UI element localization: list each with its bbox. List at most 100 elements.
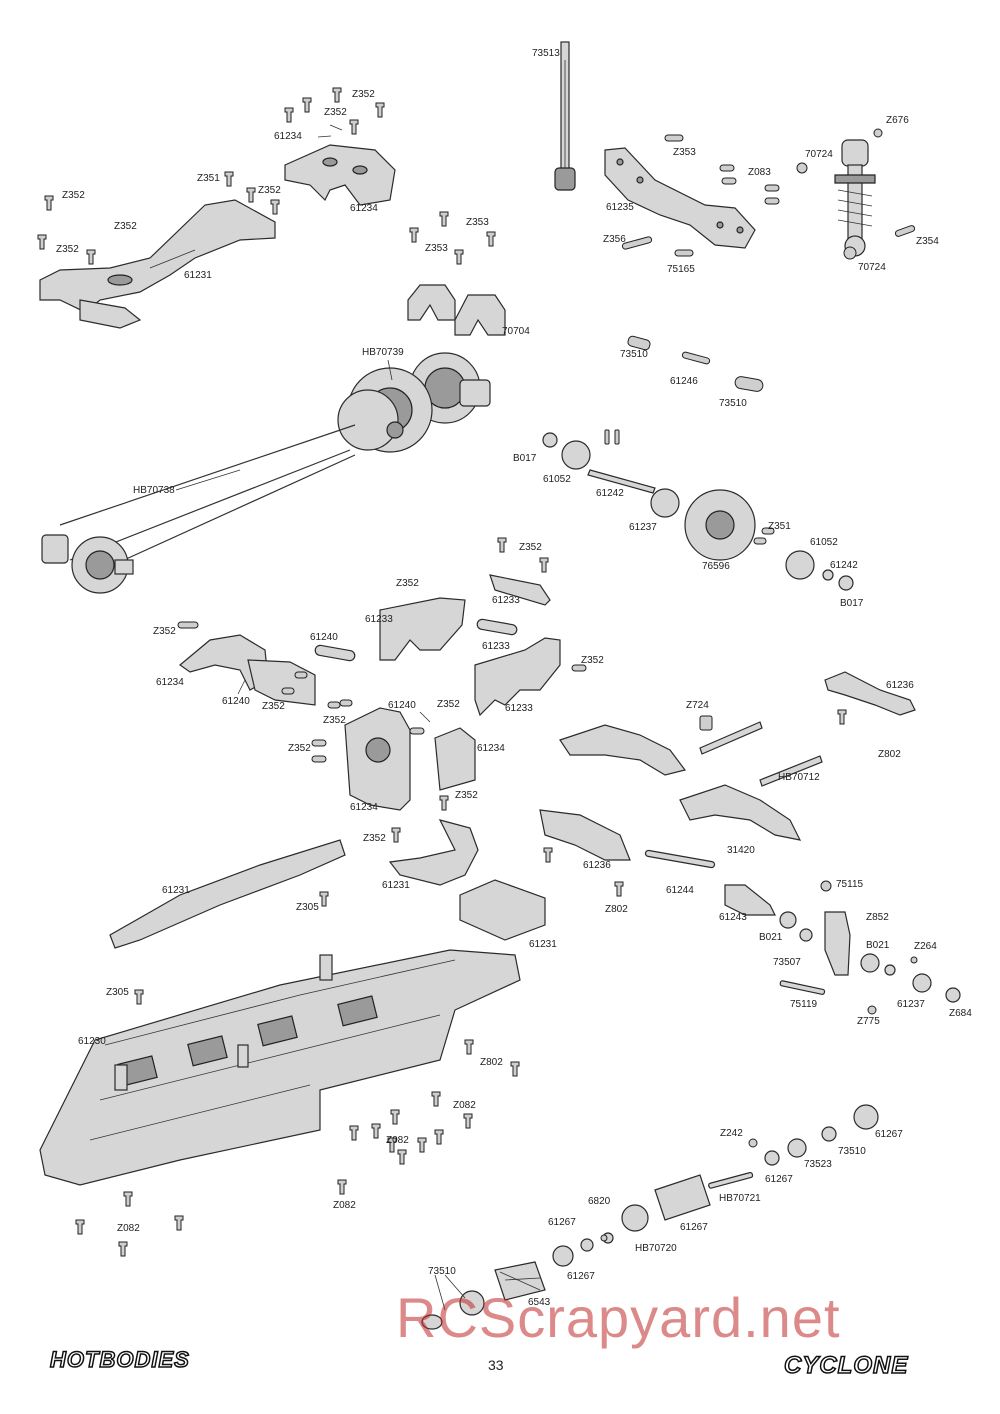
shock-tower-61235 — [604, 147, 756, 249]
part-label-61230: 61230 — [78, 1036, 106, 1047]
motor-mount-parts — [179, 574, 561, 811]
part-label-z082: Z082 — [453, 1100, 476, 1111]
part-label-61052: 61052 — [543, 474, 571, 485]
part-label-61243: 61243 — [719, 912, 747, 923]
part-label-73510: 73510 — [838, 1146, 866, 1157]
part-label-70724: 70724 — [805, 149, 833, 160]
part-label-z082: Z082 — [386, 1135, 409, 1146]
part-label-61236: 61236 — [583, 860, 611, 871]
part-label-z354: Z354 — [916, 236, 939, 247]
part-label-z351: Z351 — [768, 521, 791, 532]
part-label-61234: 61234 — [274, 131, 302, 142]
part-label-z352: Z352 — [455, 790, 478, 801]
part-label-z264: Z264 — [914, 941, 937, 952]
part-label-z802: Z802 — [480, 1057, 503, 1068]
part-label-hb70712: HB70712 — [778, 772, 820, 783]
part-label-61234: 61234 — [156, 677, 184, 688]
part-label-61237: 61237 — [629, 522, 657, 533]
part-label-z352: Z352 — [519, 542, 542, 553]
part-label-61267: 61267 — [680, 1222, 708, 1233]
part-label-61234: 61234 — [477, 743, 505, 754]
part-label-73510: 73510 — [719, 398, 747, 409]
part-label-z684: Z684 — [949, 1008, 972, 1019]
part-label-61240: 61240 — [310, 632, 338, 643]
part-label-61267: 61267 — [765, 1174, 793, 1185]
part-label-31420: 31420 — [727, 845, 755, 856]
hotbodies-logo: HOTBODIES — [49, 1346, 190, 1373]
part-label-61267: 61267 — [875, 1129, 903, 1140]
part-label-z242: Z242 — [720, 1128, 743, 1139]
part-label-73507: 73507 — [773, 957, 801, 968]
part-label-z352: Z352 — [262, 701, 285, 712]
part-label-61246: 61246 — [670, 376, 698, 387]
part-label-z352: Z352 — [324, 107, 347, 118]
part-label-61231: 61231 — [382, 880, 410, 891]
part-label-75115: 75115 — [836, 879, 864, 890]
part-label-z802: Z802 — [878, 749, 901, 760]
part-label-z082: Z082 — [117, 1223, 140, 1234]
part-label-61235: 61235 — [606, 202, 634, 213]
part-label-61267: 61267 — [548, 1217, 576, 1228]
part-label-z305: Z305 — [296, 902, 319, 913]
screws-hardware — [37, 87, 918, 1257]
part-label-70704: 70704 — [502, 326, 530, 337]
part-label-61233: 61233 — [365, 614, 393, 625]
part-label-61052: 61052 — [810, 537, 838, 548]
spur-gear-76596 — [542, 432, 756, 561]
rear-hub-assembly — [644, 849, 961, 1003]
bulkhead-pair-70704 — [407, 284, 506, 336]
part-label-73523: 73523 — [804, 1159, 832, 1170]
part-label-61233: 61233 — [482, 641, 510, 652]
part-label-z353: Z353 — [466, 217, 489, 228]
front-upper-rail-61231 — [39, 199, 276, 329]
part-label-61242: 61242 — [830, 560, 858, 571]
part-label-61234: 61234 — [350, 802, 378, 813]
part-label-61240: 61240 — [388, 700, 416, 711]
part-label-z352: Z352 — [396, 578, 419, 589]
antenna-post-73513 — [554, 41, 576, 191]
part-label-z352: Z352 — [363, 833, 386, 844]
part-label-70724: 70724 — [858, 262, 886, 273]
part-label-z353: Z353 — [425, 243, 448, 254]
layshaft-pulley-61052 — [785, 550, 854, 591]
part-label-61236: 61236 — [886, 680, 914, 691]
part-label-b021: B021 — [759, 932, 783, 943]
rear-suspension-arms — [559, 671, 916, 841]
part-label-z775: Z775 — [857, 1016, 880, 1027]
front-diff-assembly — [421, 1104, 879, 1330]
part-label-z352: Z352 — [581, 655, 604, 666]
part-label-z724: Z724 — [686, 700, 709, 711]
part-label-z351: Z351 — [197, 173, 220, 184]
part-label-z352: Z352 — [56, 244, 79, 255]
part-label-73510: 73510 — [620, 349, 648, 360]
part-label-b017: B017 — [840, 598, 864, 609]
part-label-z352: Z352 — [352, 89, 375, 100]
cyclone-logo: CYCLONE — [783, 1351, 909, 1380]
center-pulley-assembly-hb70739 — [337, 352, 491, 453]
part-label-73513: 73513 — [532, 48, 560, 59]
part-label-b021: B021 — [866, 940, 890, 951]
part-label-hb70720: HB70720 — [635, 1243, 677, 1254]
part-label-61244: 61244 — [666, 885, 694, 896]
part-label-z353: Z353 — [673, 147, 696, 158]
part-label-z352: Z352 — [437, 699, 460, 710]
page-number: 33 — [488, 1357, 504, 1373]
front-pulley — [41, 534, 134, 594]
part-label-61267: 61267 — [567, 1271, 595, 1282]
part-label-76596: 76596 — [702, 561, 730, 572]
part-label-6543: 6543 — [528, 1297, 551, 1308]
part-label-z352: Z352 — [153, 626, 176, 637]
lower-brace-parts — [109, 809, 631, 949]
part-label-73510: 73510 — [428, 1266, 456, 1277]
part-label-61231: 61231 — [162, 885, 190, 896]
part-label-hb70721: HB70721 — [719, 1193, 761, 1204]
part-label-z352: Z352 — [258, 185, 281, 196]
upper-bracket-61234 — [284, 144, 396, 206]
part-label-61231: 61231 — [529, 939, 557, 950]
part-label-61231: 61231 — [184, 270, 212, 281]
part-label-61240: 61240 — [222, 696, 250, 707]
part-label-61233: 61233 — [492, 595, 520, 606]
part-label-z352: Z352 — [62, 190, 85, 201]
part-label-61234: 61234 — [350, 203, 378, 214]
